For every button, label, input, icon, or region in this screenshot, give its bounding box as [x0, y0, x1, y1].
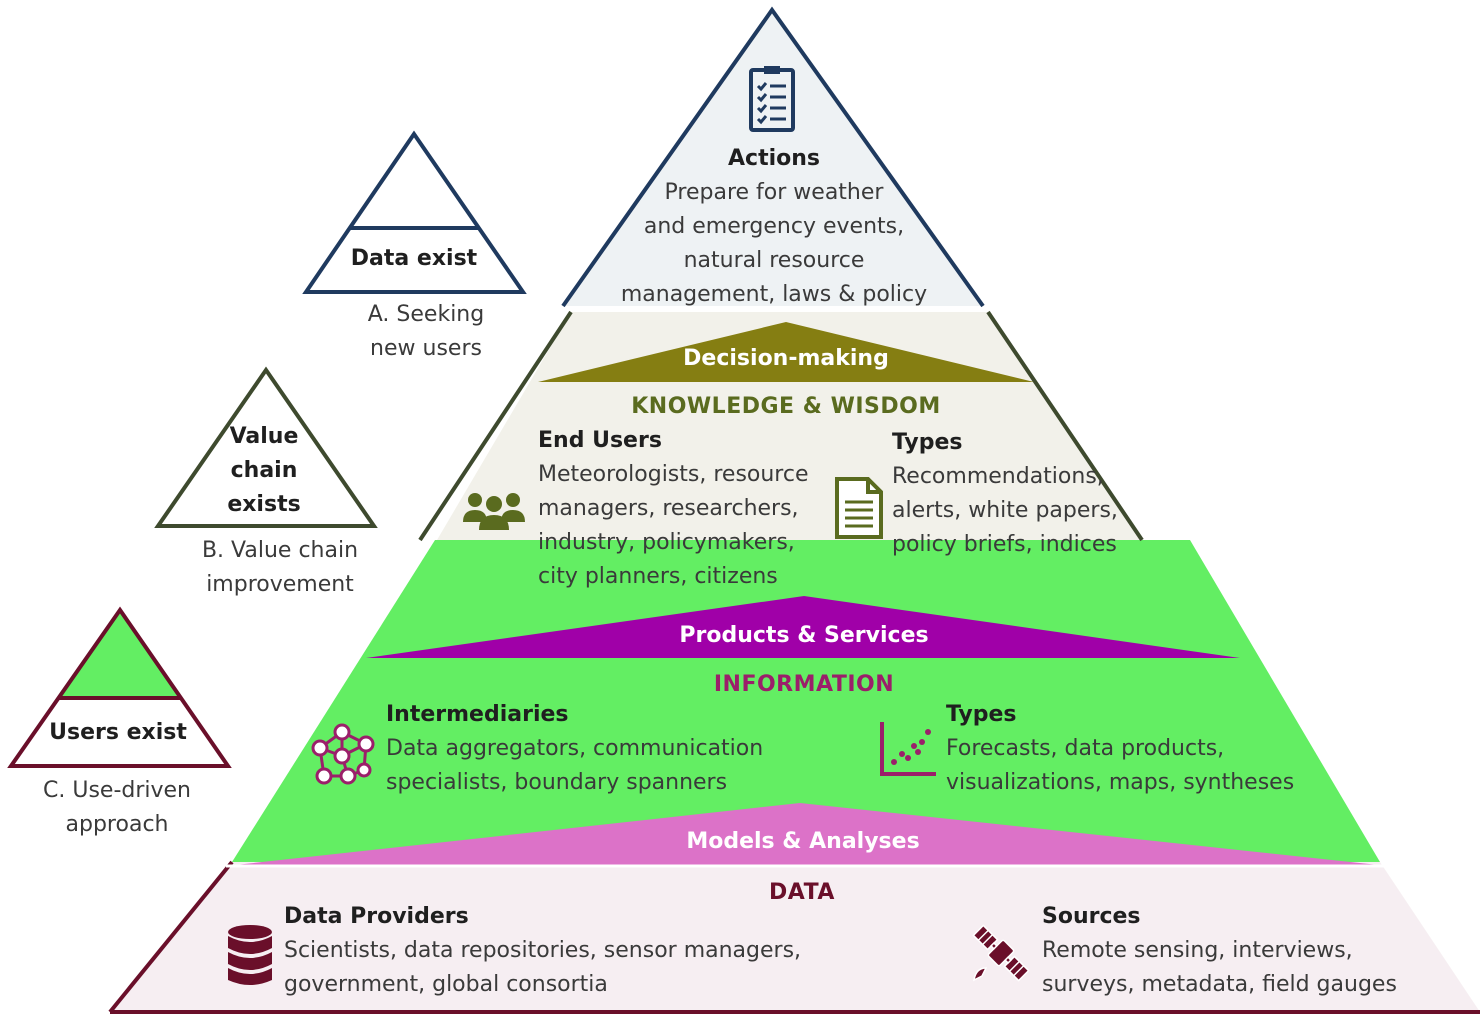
products-band-label: Products & Services	[679, 623, 929, 648]
data-providers-text: Scientists, data repositories, sensor ma…	[284, 938, 802, 997]
small-pyramid-a-outline	[302, 130, 527, 294]
small-pyramid-b-label: Value chain exists	[227, 424, 301, 517]
document-icon	[835, 477, 883, 539]
sources-title: Sources	[1042, 904, 1141, 929]
knowledge-types-text: Recommendations, alerts, white papers, p…	[892, 464, 1118, 557]
actions-text: Prepare for weather and emergency events…	[620, 180, 928, 307]
information-types-text: Forecasts, data products, visualizations…	[946, 736, 1295, 795]
small-pyramid-b	[154, 366, 378, 528]
network-nodes-icon	[311, 723, 375, 785]
knowledge-title: KNOWLEDGE & WISDOM	[631, 394, 941, 419]
knowledge-level-left-edge	[418, 310, 573, 542]
actions-level-outline	[561, 6, 985, 308]
small-pyramid-b-caption: B. Value chain improvement	[201, 538, 359, 597]
intermediaries-title: Intermediaries	[386, 702, 569, 727]
information-level	[232, 540, 1380, 862]
scatter-plot-icon	[880, 722, 936, 776]
checklist-icon	[749, 66, 795, 132]
end-users-text: Meteorologists, resource managers, resea…	[538, 462, 809, 589]
intermediaries-text: Data aggregators, communication speciali…	[386, 736, 764, 795]
knowledge-types-title: Types	[892, 430, 963, 455]
people-group-icon	[463, 493, 525, 530]
small-pyramid-a	[302, 130, 527, 294]
small-pyramid-c-outline	[7, 606, 232, 768]
models-band-label: Models & Analyses	[686, 829, 920, 854]
satellite-icon	[972, 924, 1030, 982]
small-pyramid-a-caption: A. Seeking new users	[367, 302, 485, 361]
information-title: INFORMATION	[713, 672, 895, 697]
data-level-left-edge	[108, 860, 234, 1014]
small-pyramid-c-bottom	[11, 698, 228, 766]
small-pyramid-a-bottom	[306, 228, 523, 292]
decision-band-label: Decision-making	[683, 346, 889, 371]
small-pyramid-a-label: Data exist	[350, 246, 478, 271]
small-pyramid-c-label: Users exist	[49, 720, 187, 745]
sources-text: Remote sensing, interviews, surveys, met…	[1042, 938, 1397, 997]
decision-band-shape	[538, 322, 1034, 382]
actions-title: Actions	[728, 146, 820, 171]
small-pyramid-a-top	[350, 134, 478, 228]
models-band-shape	[226, 803, 1388, 866]
knowledge-level-right-edge	[986, 310, 1144, 542]
data-providers-title: Data Providers	[284, 904, 469, 929]
database-icon	[228, 925, 272, 985]
small-pyramid-c-caption: C. Use-driven approach	[42, 778, 192, 837]
small-pyramid-c	[7, 606, 232, 768]
small-pyramid-c-top	[59, 610, 181, 698]
products-band-shape	[366, 596, 1240, 658]
actions-level	[563, 10, 983, 306]
end-users-title: End Users	[538, 428, 662, 453]
data-title: DATA	[769, 880, 835, 905]
small-pyramid-b-outline	[154, 366, 378, 528]
data-level	[110, 862, 1480, 1012]
information-types-title: Types	[946, 702, 1017, 727]
